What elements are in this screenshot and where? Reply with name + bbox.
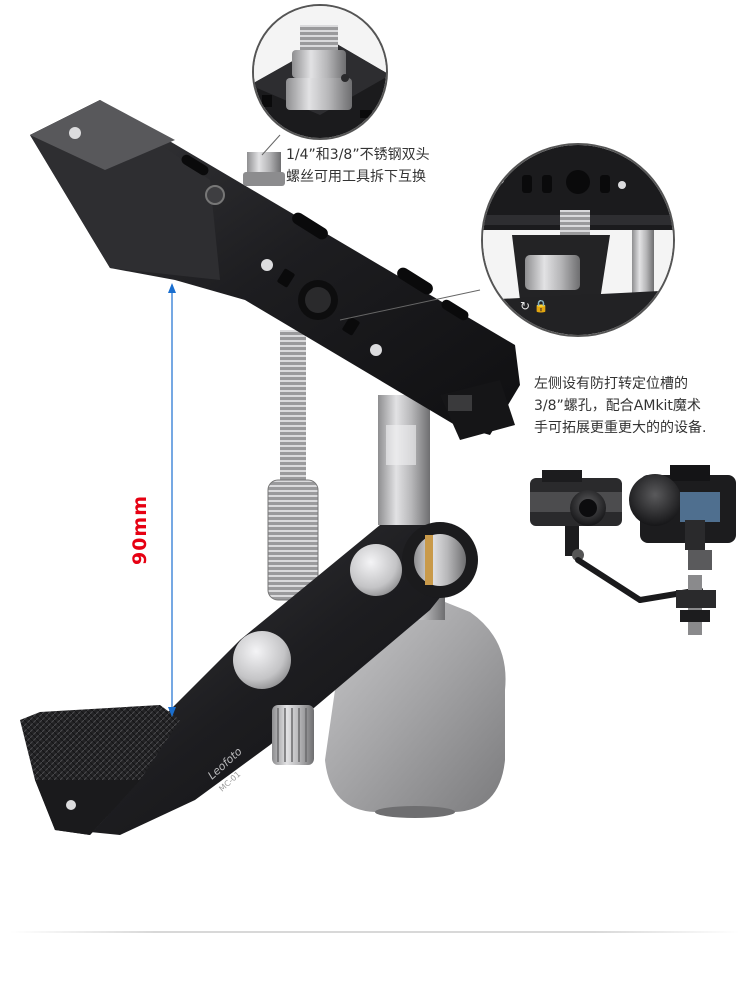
side-callout-line-1: 左侧设有防打转定位槽的 (534, 376, 688, 392)
top-callout-line-1: 1/4”和3/8”不锈钢双头 (286, 147, 430, 163)
side-callout-line-2: 3/8”螺孔，配合AMkit魔术 (534, 398, 701, 414)
camera-setup-illustration (530, 465, 736, 635)
top-callout-line-2: 螺丝可用工具拆下互换 (286, 169, 426, 185)
top-detail-inset (252, 4, 388, 156)
support-post (378, 395, 430, 525)
svg-text:↻ 🔒: ↻ 🔒 (520, 299, 549, 313)
dimension-indicator (168, 283, 176, 717)
upper-clamp-arm (30, 100, 520, 440)
threaded-rod (267, 330, 319, 601)
side-callout-line-3: 手可拓展更重更大的的设备. (534, 420, 707, 436)
dimension-label: 90mm (129, 494, 151, 566)
side-callout-text: 左侧设有防打转定位槽的 3/8”螺孔，配合AMkit魔术 手可拓展更重更大的的设… (534, 373, 706, 439)
bottom-divider (10, 931, 740, 933)
top-callout-text: 1/4”和3/8”不锈钢双头 螺丝可用工具拆下互换 (286, 144, 430, 188)
